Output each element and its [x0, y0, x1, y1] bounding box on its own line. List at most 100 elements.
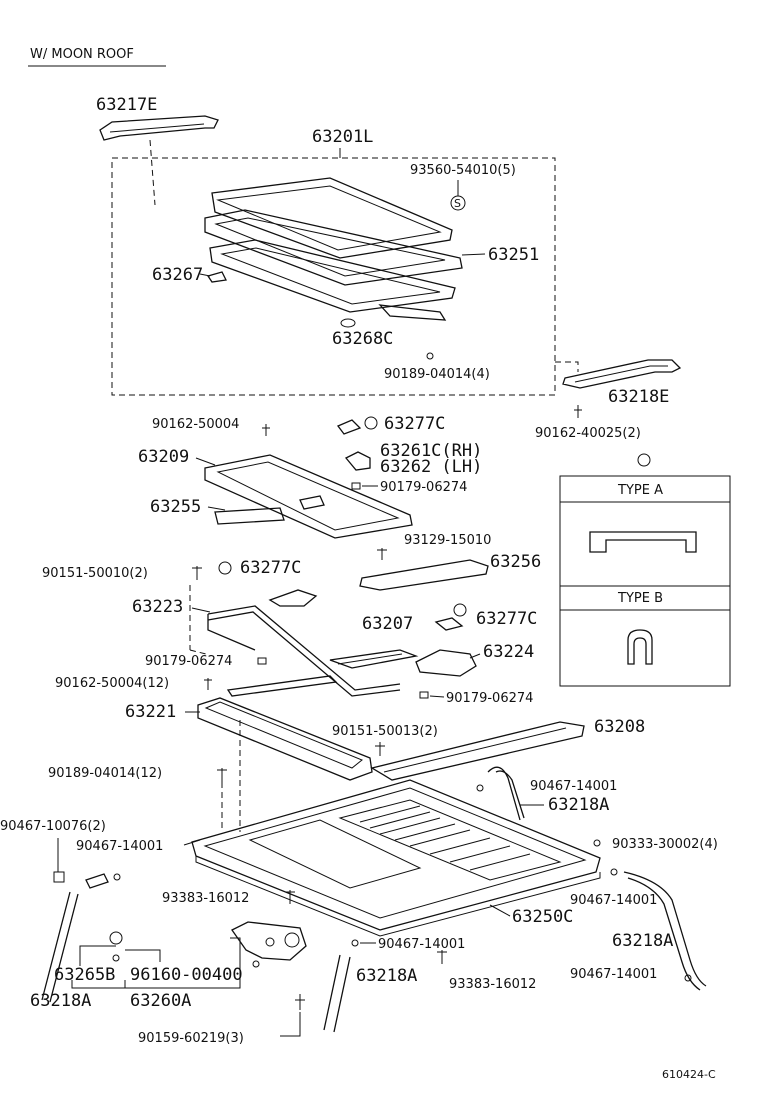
leader-63251 [461, 253, 486, 256]
label-90159: 90159-60219(3) [138, 1031, 244, 1046]
label-90151b: 90151-50013(2) [332, 724, 438, 739]
part-hose-joint [85, 873, 109, 889]
label-63265B: 63265B [54, 965, 115, 985]
label-90467c: 90467-14001 [76, 839, 163, 854]
part-lower-frame [209, 239, 456, 321]
label-63217E: 63217E [96, 95, 157, 115]
label-63268C: 63268C [332, 329, 393, 349]
label-90162a: 90162-50004 [152, 417, 239, 432]
label-63262: 63262 (LH) [380, 457, 482, 477]
label-63207: 63207 [362, 614, 413, 634]
assembly-box-63201L [111, 157, 556, 396]
label-90467b: 90467-10076(2) [0, 819, 106, 834]
part-90467b [53, 871, 65, 883]
label-93129: 93129-15010 [404, 533, 491, 548]
part-63224-motor-bracket [415, 649, 477, 677]
label-63208: 63208 [594, 717, 645, 737]
part-63218A-hose-top-outline [495, 770, 525, 819]
part-63218E-drawing [562, 359, 682, 389]
leader-63217E [149, 139, 156, 206]
part-63260A-motor [231, 921, 307, 968]
label-63218Aa: 63218A [548, 795, 609, 815]
label-63218Ab: 63218A [612, 931, 673, 951]
type-symbol-c [453, 603, 467, 617]
part-glass-panel [211, 177, 453, 259]
part-63207-drawing [329, 649, 419, 669]
label-90467e: 90467-14001 [378, 937, 465, 952]
leader-63265B [79, 945, 161, 966]
part-90179b [257, 657, 267, 665]
part-63277C-b [268, 589, 318, 607]
clip-90467e [351, 939, 359, 947]
part-63277C-c [434, 617, 464, 631]
part-63218A-hose-right [623, 871, 707, 987]
label-63267: 63267 [152, 265, 203, 285]
clip-90333 [593, 839, 601, 847]
leader-63224 [469, 653, 481, 659]
part-96160-washer [112, 954, 120, 962]
leader-63218E-dash [555, 361, 579, 372]
clip-90467a [476, 784, 484, 792]
leader-63255 [207, 506, 226, 511]
label-90467d: 90467-14001 [570, 893, 657, 908]
legend-type-b: TYPE B [617, 591, 663, 606]
clip-90467d [610, 868, 618, 876]
part-63221-drawing [197, 675, 373, 781]
label-90189a: 90189-04014(4) [384, 367, 490, 382]
part-90179c [419, 691, 429, 699]
leader-63267 [199, 273, 211, 277]
header-title: W/ MOON ROOF [30, 47, 134, 62]
label-63277Ca: 63277C [384, 414, 445, 434]
part-63208-drawing [370, 721, 585, 781]
label-63218E: 63218E [608, 387, 669, 407]
part-63218A-hose-right-outline [627, 877, 701, 991]
legend-clip-type-b [627, 629, 653, 665]
part-63209-drawing [204, 454, 413, 539]
bolt-90159 [295, 994, 305, 1010]
footer-code: 610424-C [662, 1068, 716, 1081]
part-63277C-a [336, 419, 362, 435]
label-96160: 96160-00400 [130, 965, 243, 985]
leader-90467c [183, 839, 201, 846]
bolt-90189b [217, 768, 227, 782]
label-90467f: 90467-14001 [570, 967, 657, 982]
part-63256-plate [359, 559, 489, 591]
label-63277Cc: 63277C [476, 609, 537, 629]
label-63201L: 63201L [312, 127, 373, 147]
clip-90467f [684, 974, 692, 982]
label-63251: 63251 [488, 245, 539, 265]
label-63255: 63255 [150, 497, 201, 517]
label-63223: 63223 [132, 597, 183, 617]
legend-clip-type-a [589, 531, 697, 553]
part-63250C-housing [191, 779, 601, 937]
part-63218A-hose-center [323, 954, 341, 1031]
leader-63223 [191, 607, 211, 613]
label-90162c: 90162-50004(12) [55, 676, 169, 691]
label-90151a: 90151-50010(2) [42, 566, 148, 581]
label-90467a: 90467-14001 [530, 779, 617, 794]
leader-63250C [489, 904, 511, 917]
type-symbol-b [218, 561, 232, 575]
label-90179a: 90179-06274 [380, 480, 467, 495]
part-90179a [351, 482, 361, 490]
leader-90159 [280, 1012, 301, 1037]
legend-type-a: TYPE A [617, 483, 663, 498]
part-63218A-hose-left-outline [49, 893, 79, 1003]
label-63256: 63256 [490, 552, 541, 572]
leader-90179c [429, 695, 445, 698]
label-93383b: 93383-16012 [449, 977, 536, 992]
part-63265B-grommet [109, 931, 123, 945]
label-63250C: 63250C [512, 907, 573, 927]
label-93383a: 93383-16012 [162, 891, 249, 906]
part-63217E-drawing [99, 115, 219, 141]
label-90189b: 90189-04014(12) [48, 766, 162, 781]
label-90179c: 90179-06274 [446, 691, 533, 706]
leader-63260A [71, 937, 241, 989]
bolt-90151a [192, 566, 202, 580]
bolt-93383b [437, 950, 447, 964]
clip-90467c [113, 873, 121, 881]
type-symbol-a [364, 416, 378, 430]
bolt-90162b [574, 405, 582, 418]
part-63218A-hose-center-outline [333, 956, 351, 1033]
